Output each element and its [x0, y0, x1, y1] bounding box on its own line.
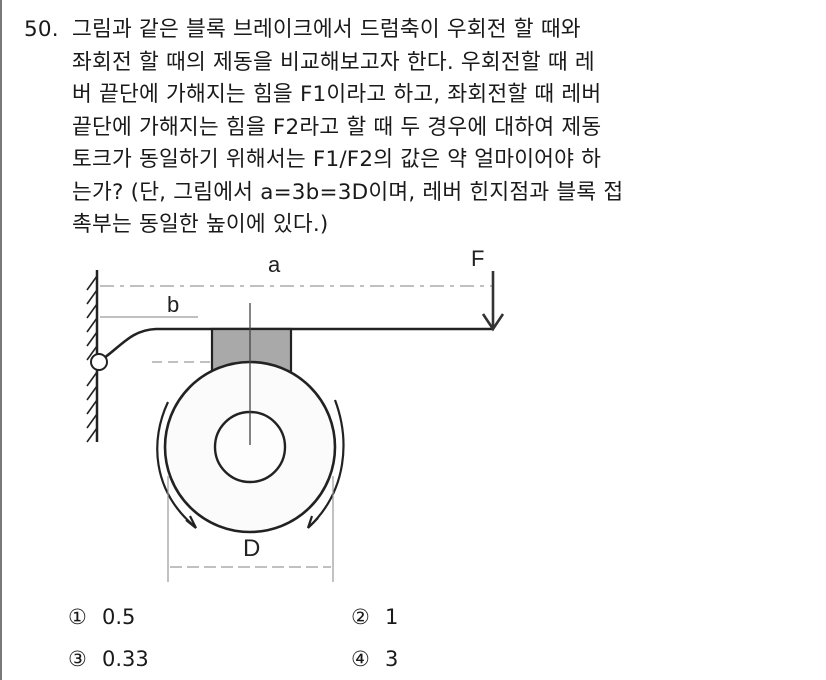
label-f: F	[471, 246, 485, 271]
choice-number: ②	[351, 605, 370, 629]
choice-number: ①	[68, 605, 87, 629]
label-d: D	[243, 535, 261, 562]
page-left-border	[0, 0, 2, 680]
question-text-line: 는가? (단, 그림에서 a=3b=3D이며, 레버 힌지점과 블록 접	[72, 179, 624, 205]
dimension-d	[167, 476, 334, 582]
choice-value: 0.33	[102, 647, 149, 671]
question-text-line: 토크가 동일하기 위해서는 F1/F2의 값은 약 얼마이어야 하	[72, 147, 602, 172]
rotation-arrow-icon	[156, 399, 345, 529]
label-a: a	[268, 252, 281, 277]
question-text-line: 촉부는 동일한 높이에 있다.)	[72, 212, 329, 237]
choice-value: 1	[385, 605, 399, 629]
choice-value: 0.5	[102, 605, 136, 629]
question-text-line: 그림과 같은 블록 브레이크에서 드럼축이 우회전 할 때와	[72, 17, 581, 42]
question-line-1: 50. 그림과 같은 블록 브레이크에서 드럼축이 우회전 할 때와	[24, 14, 784, 47]
question-text-line: 버 끝단에 가해지는 힘을 F1이라고 하고, 좌회전할 때 레버	[72, 82, 602, 107]
brake-drum	[163, 360, 337, 534]
choice-number: ③	[68, 647, 87, 671]
choice-3[interactable]: ③ 0.33	[68, 647, 149, 671]
force-arrow-icon	[481, 271, 505, 332]
fixed-wall-icon	[86, 270, 99, 443]
lever	[103, 327, 494, 360]
choice-1[interactable]: ① 0.5	[68, 605, 135, 629]
brake-block	[210, 327, 293, 384]
choice-number: ④	[351, 647, 370, 671]
choice-value: 3	[385, 647, 399, 671]
label-b: b	[167, 292, 180, 317]
question-text-line: 끝단에 가해지는 힘을 F2라고 할 때 두 경우에 대하여 제동	[72, 114, 602, 140]
drum-shaft	[213, 410, 287, 484]
question-text-line: 좌회전 할 때의 제동을 비교해보고자 한다. 우회전할 때 레	[72, 49, 595, 75]
hinge-pivot-icon	[90, 353, 108, 371]
question-block: 50. 그림과 같은 블록 브레이크에서 드럼축이 우회전 할 때와 좌회전 할 …	[24, 14, 784, 242]
question-number: 50.	[24, 17, 59, 42]
